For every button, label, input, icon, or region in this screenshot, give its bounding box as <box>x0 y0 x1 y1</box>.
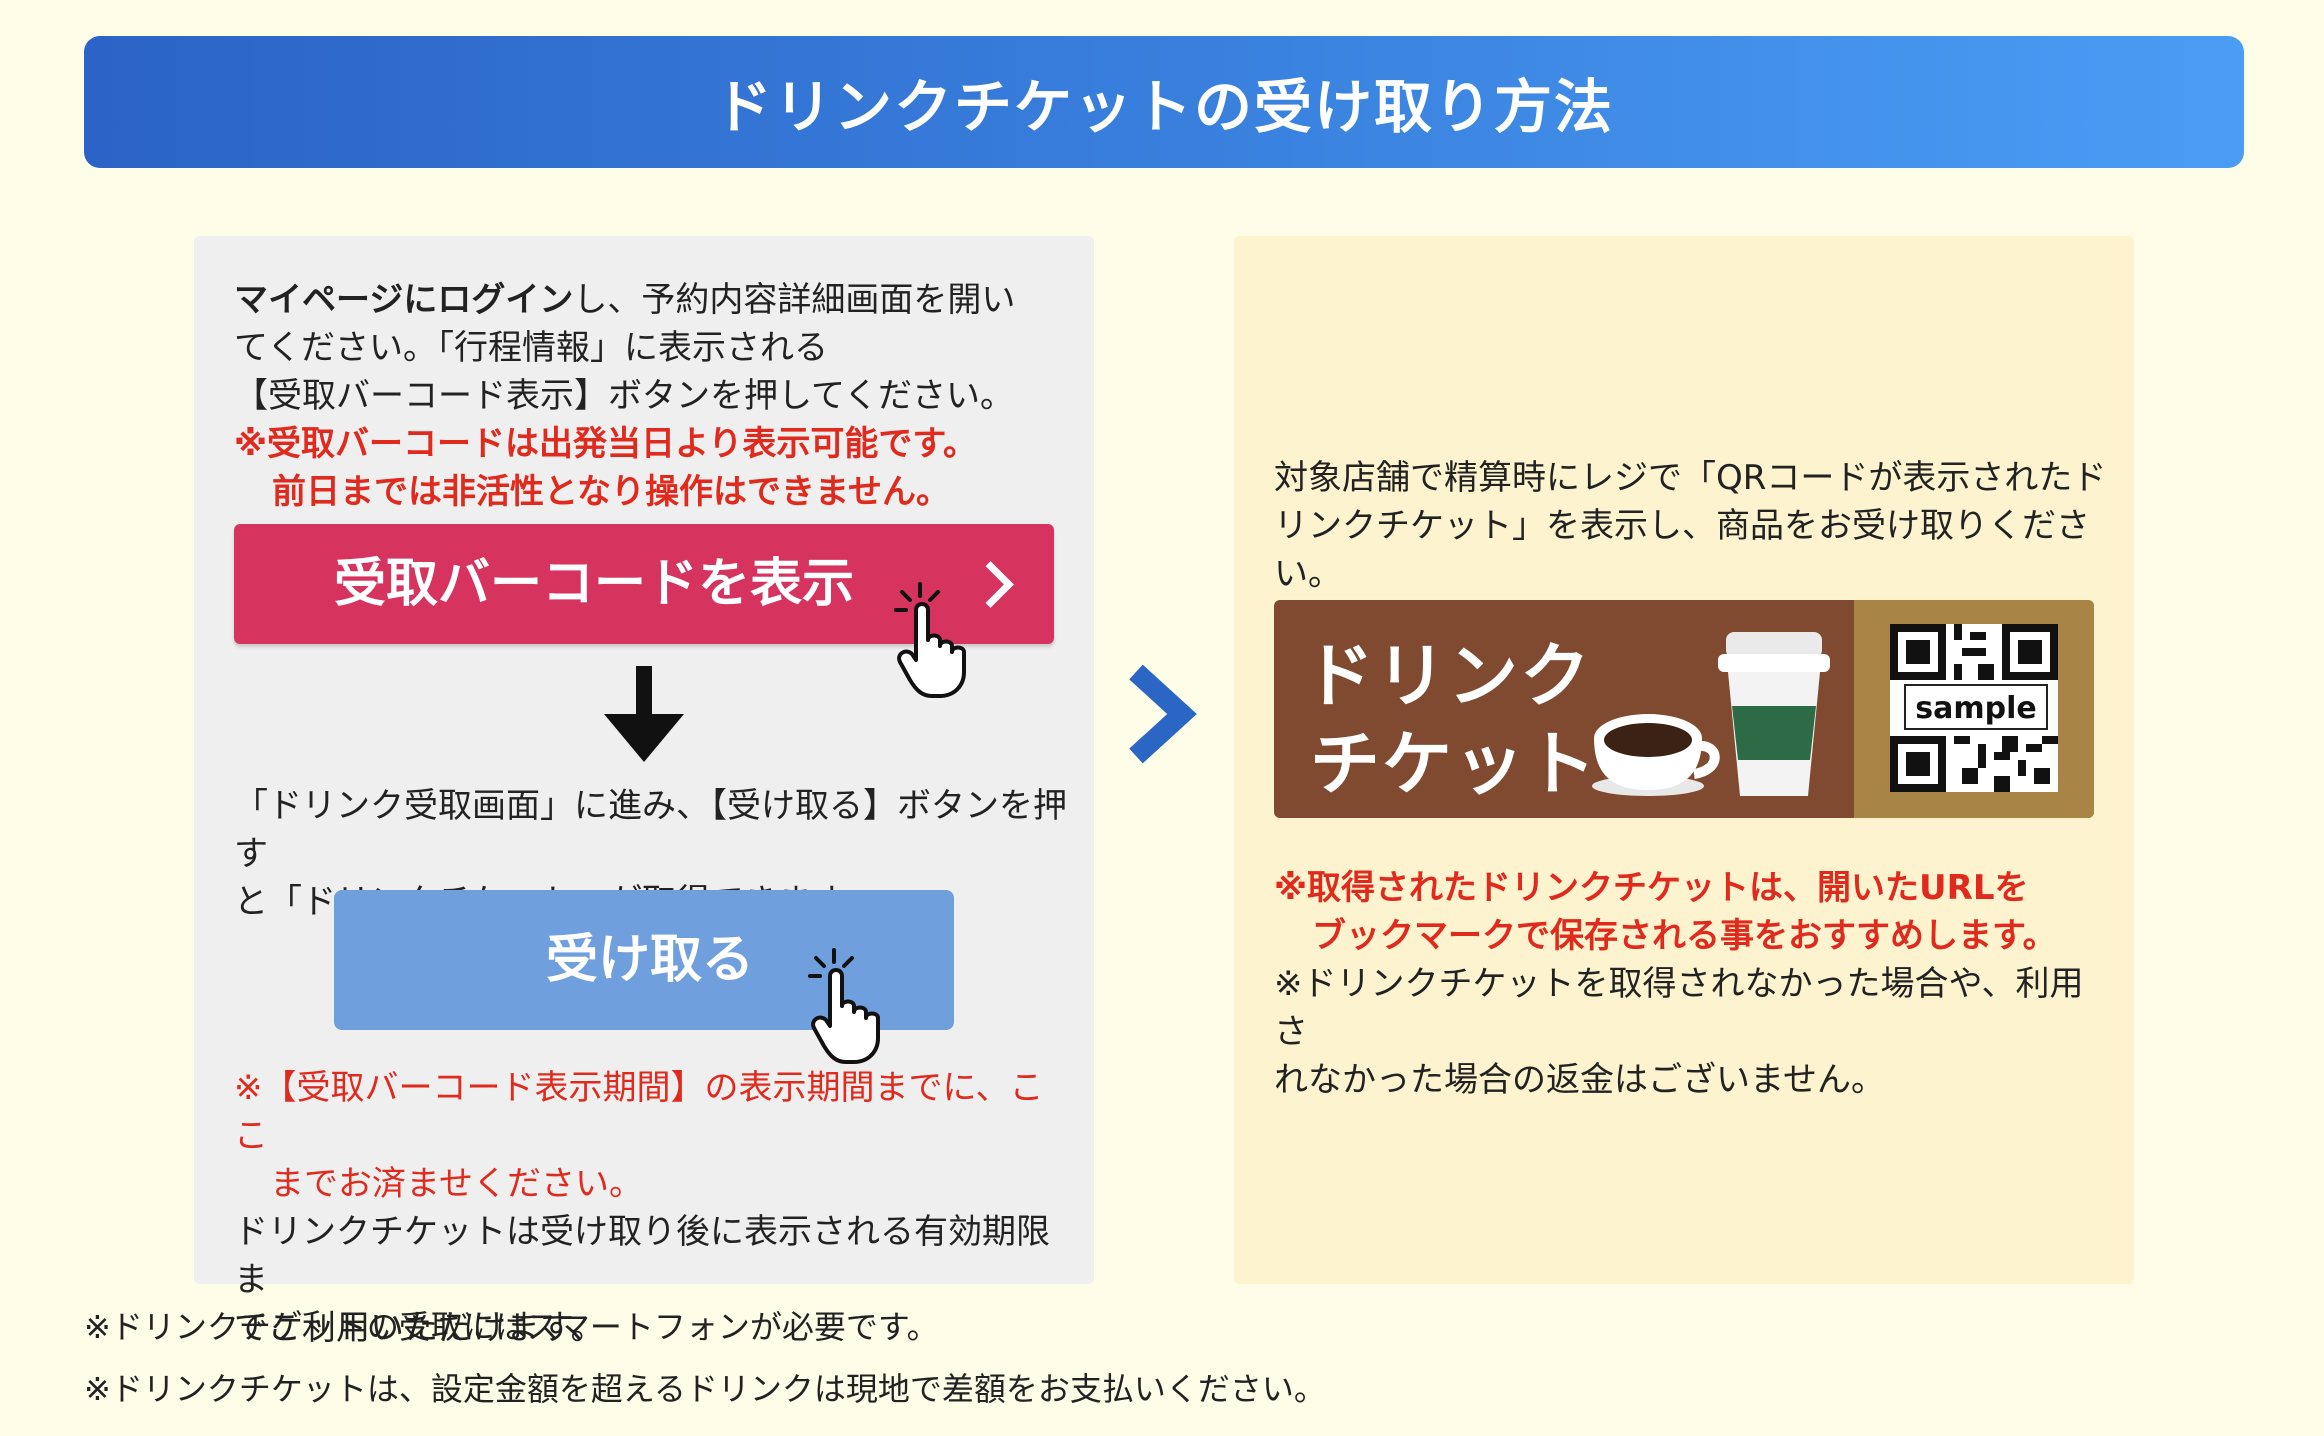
hand-pointer-icon <box>894 582 966 698</box>
receive-button[interactable]: 受け取る <box>334 890 954 1064</box>
period-note: ※【受取バーコード表示期間】の表示期間までに、ここ までお済ませください。 ドリ… <box>234 1068 1050 1348</box>
ticket-title-line1: ドリンク <box>1304 635 1592 717</box>
refund-note: ※ドリンクチケットを取得されなかった場合や、利用さ <box>1274 964 2084 1052</box>
footnote-smartphone: ※ドリンクチケットの受取にはスマートフォンが必要です。 <box>84 1308 939 1346</box>
takeout-cup-icon <box>1718 632 1830 796</box>
bookmark-recommendation: ※取得されたドリンクチケットは、開いたURLを <box>1274 868 2029 908</box>
hand-pointer-icon <box>808 948 880 1064</box>
down-arrow-icon <box>604 666 684 762</box>
usage-text: 対象店舗で精算時にレジで「QRコードが表示されたド リンクチケット」を表示し、商… <box>1274 458 2107 594</box>
show-barcode-button[interactable]: 受取バーコードを表示 <box>234 524 1054 698</box>
login-emphasis: マイページにログイン <box>234 280 574 320</box>
ticket-title-line2: チケット <box>1310 723 1598 805</box>
ticket-notes: ※取得されたドリンクチケットは、開いたURLを ブックマークで保存される事をおす… <box>1274 864 2114 1104</box>
qr-code-icon: sample <box>1890 624 2058 792</box>
intro-text: マイページにログインし、予約内容詳細画面を開い てください。「行程情報」に表示さ… <box>234 276 1064 516</box>
footnote-price-difference: ※ドリンクチケットは、設定金額を超えるドリンクは現地で差額をお支払いください。 <box>84 1370 1326 1408</box>
qr-sample-label: sample <box>1904 684 2048 730</box>
header-banner: ドリンクチケットの受け取り方法 <box>84 36 2244 168</box>
step1-panel: マイページにログインし、予約内容詳細画面を開い てください。「行程情報」に表示さ… <box>194 236 1094 1348</box>
barcode-warning: ※受取バーコードは出発当日より表示可能です。 <box>234 424 977 464</box>
step-chevron-icon <box>1129 664 1197 764</box>
page-title: ドリンクチケットの受け取り方法 <box>713 73 1614 141</box>
coffee-cup-icon <box>1592 714 1720 796</box>
step2-panel: 対象店舗で精算時にレジで「QRコードが表示されたド リンクチケット」を表示し、商… <box>1234 236 2134 1284</box>
ticket-qr-area: sample <box>1854 600 2094 818</box>
drink-ticket-sample: ドリンク チケット <box>1274 600 2094 818</box>
